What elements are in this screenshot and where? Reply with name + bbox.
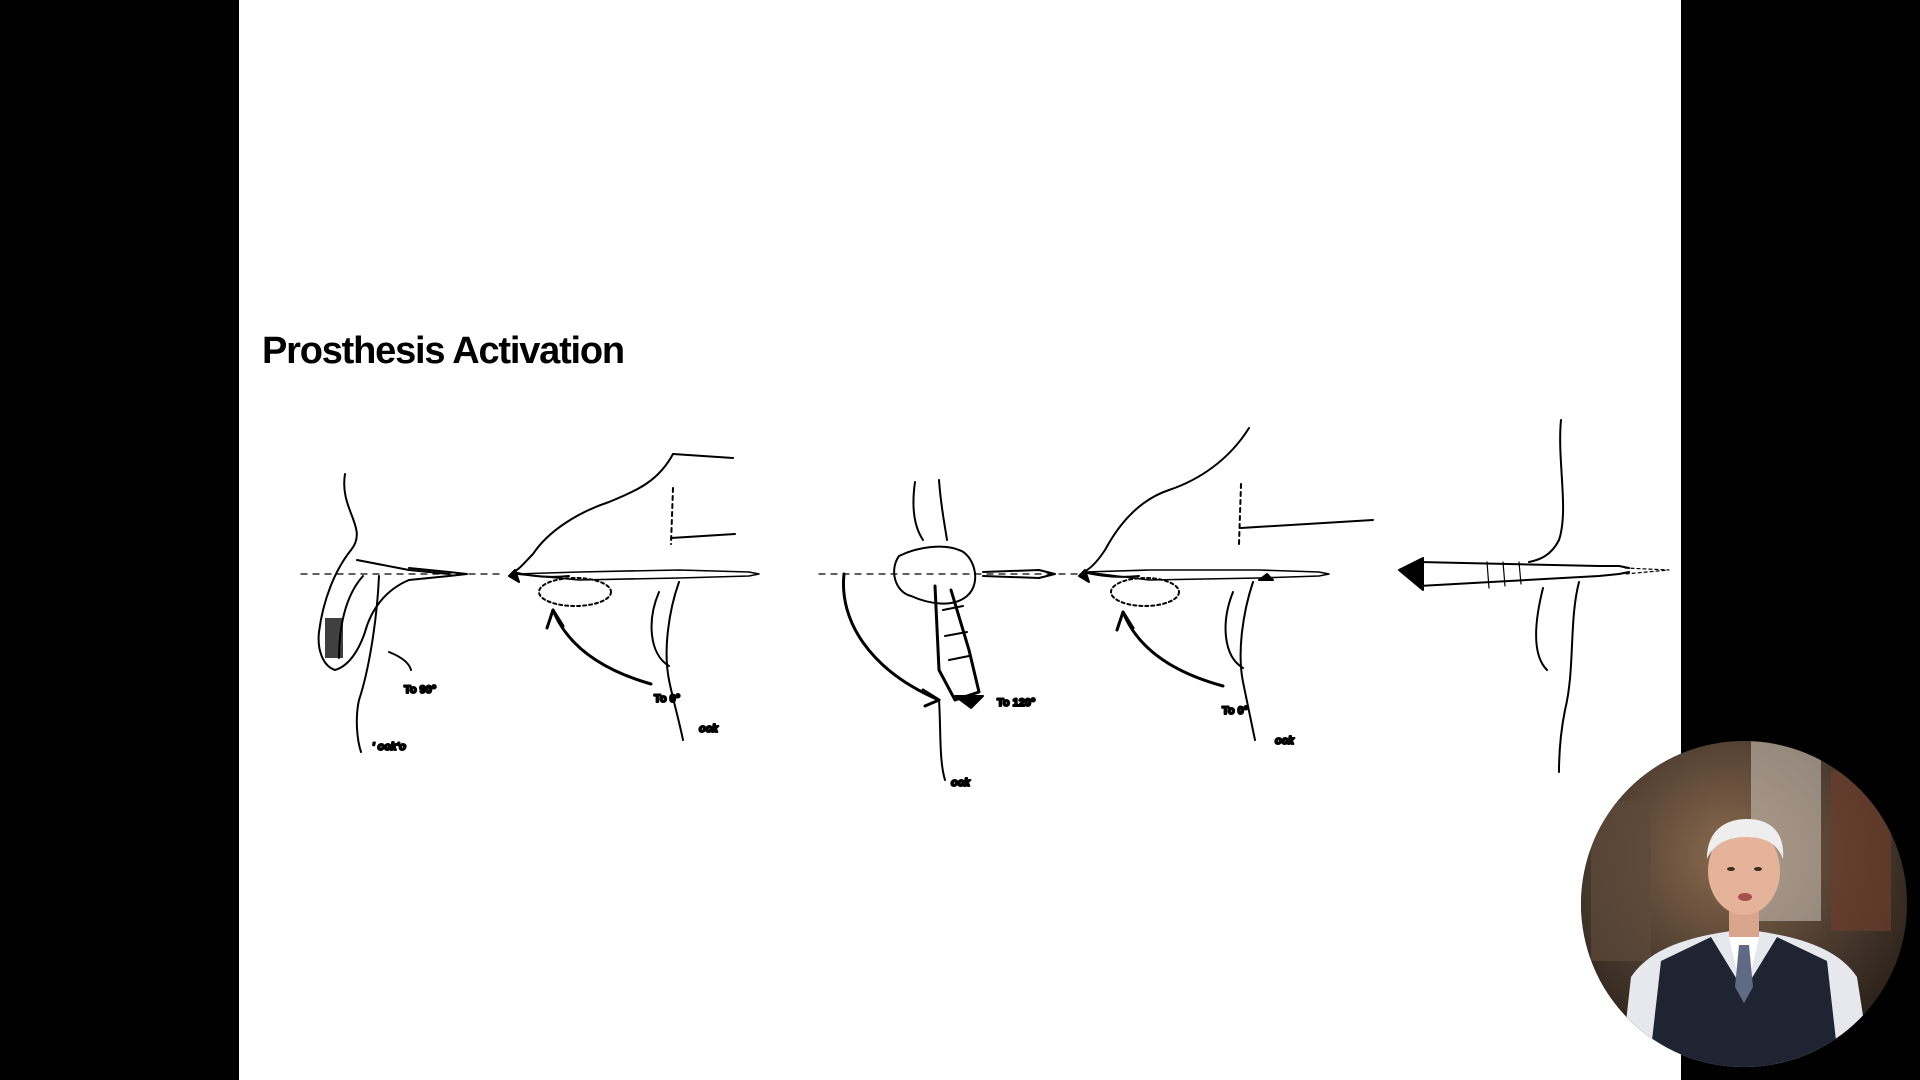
presenter-webcam-bubble bbox=[1581, 741, 1907, 1067]
figure-5-drawing bbox=[1398, 419, 1670, 773]
figure-2-drawing bbox=[508, 453, 760, 741]
figure-2-signature: ock bbox=[699, 723, 719, 735]
presenter-video-icon bbox=[1581, 741, 1907, 1067]
presentation-slide: Prosthesis Activation To 90° ' oc bbox=[239, 0, 1681, 1080]
figure-2-angle-label: To 0° bbox=[654, 693, 680, 705]
figure-3-drawing bbox=[818, 479, 1080, 781]
figure-4-drawing bbox=[1078, 427, 1374, 741]
prosthesis-activation-illustration: To 90° ' ock'o To 0° bbox=[300, 419, 1670, 790]
figure-1-angle-label: To 90° bbox=[404, 684, 436, 696]
figure-1-drawing bbox=[300, 473, 500, 753]
figure-3-angle-label: To 120° bbox=[997, 697, 1035, 709]
figure-1-signature: ' ock'o bbox=[372, 741, 406, 753]
figure-3-signature: ock bbox=[951, 777, 971, 789]
figure-4-signature: ock bbox=[1275, 735, 1295, 747]
figure-4-angle-label: To 0° bbox=[1222, 705, 1248, 717]
slide-title: Prosthesis Activation bbox=[262, 330, 625, 372]
